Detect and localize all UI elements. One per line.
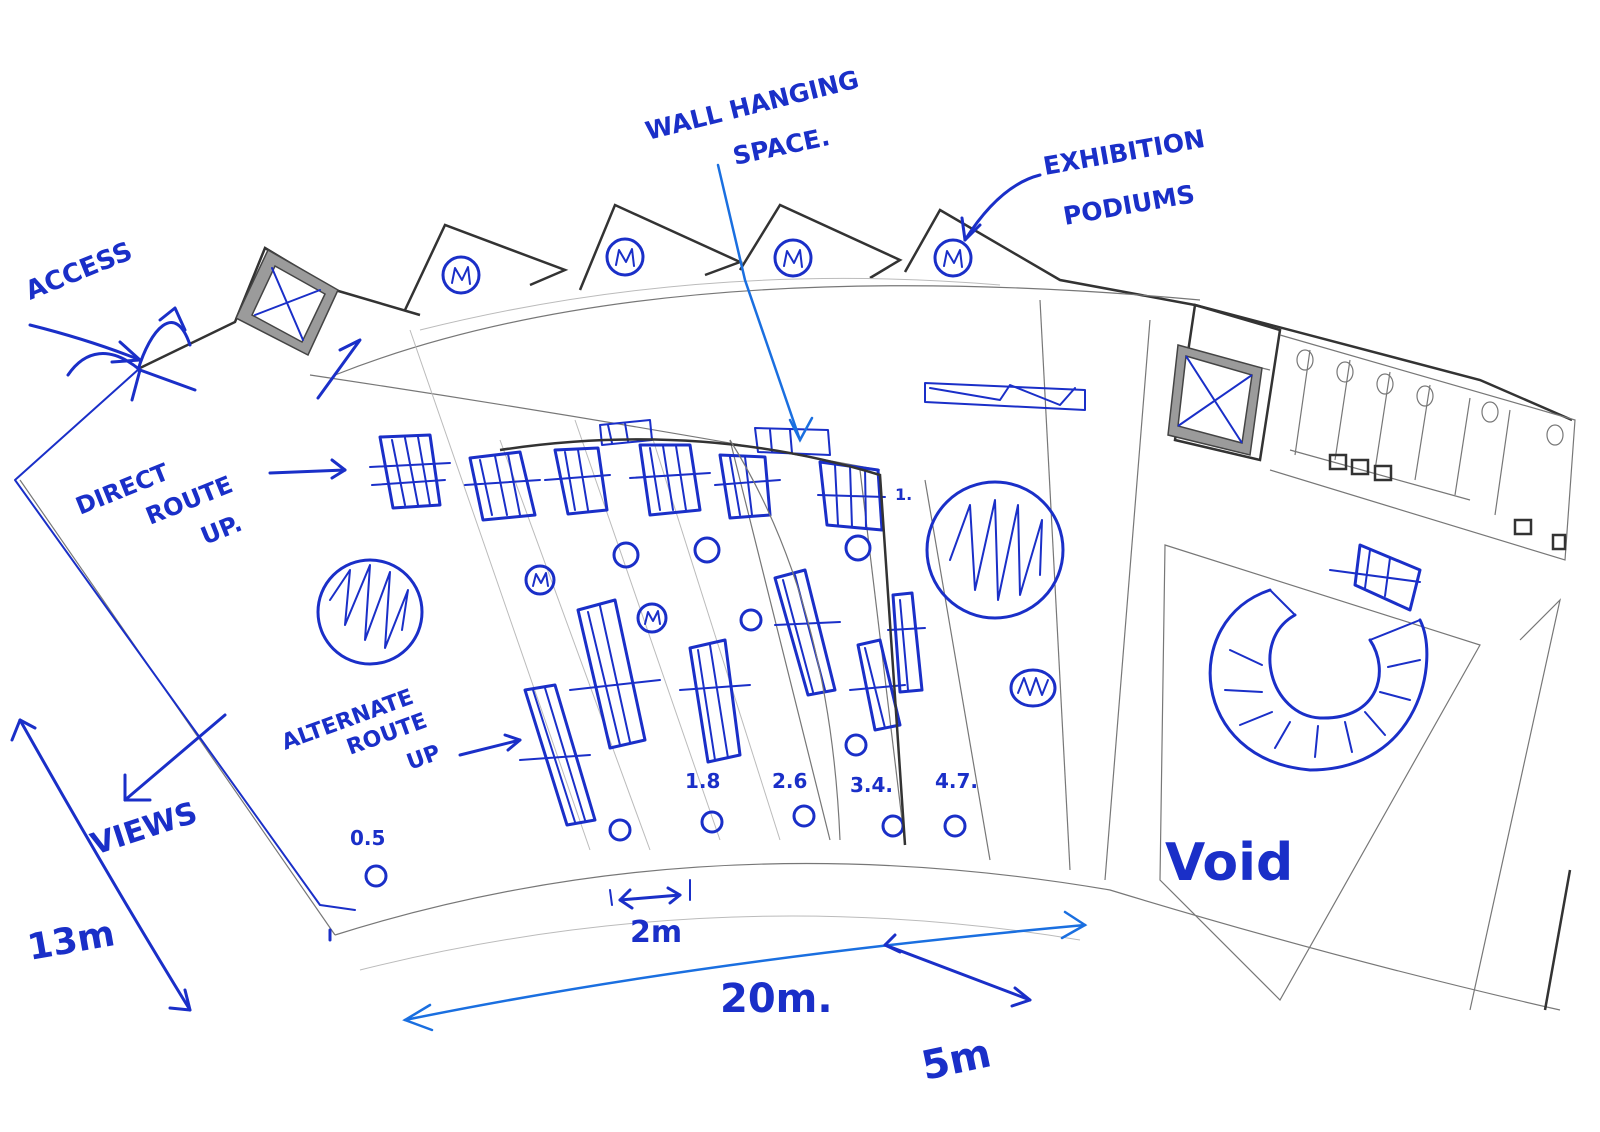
podium — [1009, 668, 1057, 708]
area-boundary — [14, 367, 356, 911]
seat-block — [887, 591, 926, 694]
label-alternate-route-3: UP — [404, 741, 445, 776]
dim-mark: 1. — [895, 485, 912, 504]
spiral-stair — [1208, 543, 1429, 772]
podium — [844, 733, 868, 757]
podium — [364, 864, 388, 888]
large-circle-right — [925, 480, 1065, 620]
podium — [693, 536, 721, 564]
dim-step: 2m — [630, 915, 682, 950]
podium — [933, 238, 973, 278]
label-exhibition-2: PODIUMS — [1061, 179, 1197, 231]
seat-block — [773, 568, 841, 697]
podium — [792, 804, 816, 828]
seat-block — [369, 433, 451, 510]
label-wall-hanging-2: SPACE. — [730, 122, 832, 171]
toilet-fixtures — [1296, 349, 1567, 551]
podium — [773, 238, 813, 278]
seat-block — [569, 598, 661, 750]
label-exhibition-1: EXHIBITION — [1041, 124, 1207, 181]
lift-core-right — [1167, 344, 1263, 456]
seat-block — [544, 446, 611, 516]
podium — [524, 564, 556, 596]
podium — [636, 602, 668, 634]
level-2: 2.6 — [772, 769, 807, 793]
seat-block — [817, 460, 886, 532]
label-access: ACCESS — [21, 237, 136, 307]
label-wall-hanging-1: WALL HANGING — [642, 65, 861, 146]
dim-width: 5m — [918, 1030, 996, 1089]
level-3: 3.4. — [850, 773, 893, 797]
access-door — [66, 306, 197, 402]
dimension-lines — [10, 718, 1088, 1032]
podium — [605, 237, 645, 277]
ramp-edge-inner — [729, 439, 841, 841]
seat-block — [629, 443, 711, 517]
level-4: 4.7. — [935, 769, 978, 793]
dim-length: 20m. — [720, 976, 833, 1022]
label-direct-route-3: UP. — [197, 509, 246, 551]
dim-height: 13m — [24, 913, 117, 969]
podium — [881, 814, 905, 838]
wall-panels — [599, 382, 1086, 456]
seating-blocks — [369, 433, 926, 827]
podium — [441, 255, 481, 295]
podium — [844, 534, 872, 562]
ramp-edge — [499, 438, 907, 846]
podium — [739, 608, 763, 632]
seat-block — [849, 638, 906, 732]
seat-block — [464, 450, 541, 522]
exhibition-podiums — [364, 237, 1057, 888]
podium — [700, 810, 724, 834]
podium — [943, 814, 967, 838]
podium — [608, 818, 632, 842]
level-1: 1.8 — [685, 769, 720, 793]
lift-core-left — [235, 248, 339, 357]
level-0: 0.5 — [350, 826, 385, 850]
annotation-leaders — [123, 163, 1042, 802]
seat-block — [519, 683, 597, 827]
label-views: VIEWS — [87, 795, 202, 862]
podium — [612, 541, 640, 569]
label-void: Void — [1165, 833, 1293, 893]
seat-block — [679, 638, 751, 764]
large-circle-left — [316, 558, 424, 666]
access-arrow — [28, 323, 142, 364]
